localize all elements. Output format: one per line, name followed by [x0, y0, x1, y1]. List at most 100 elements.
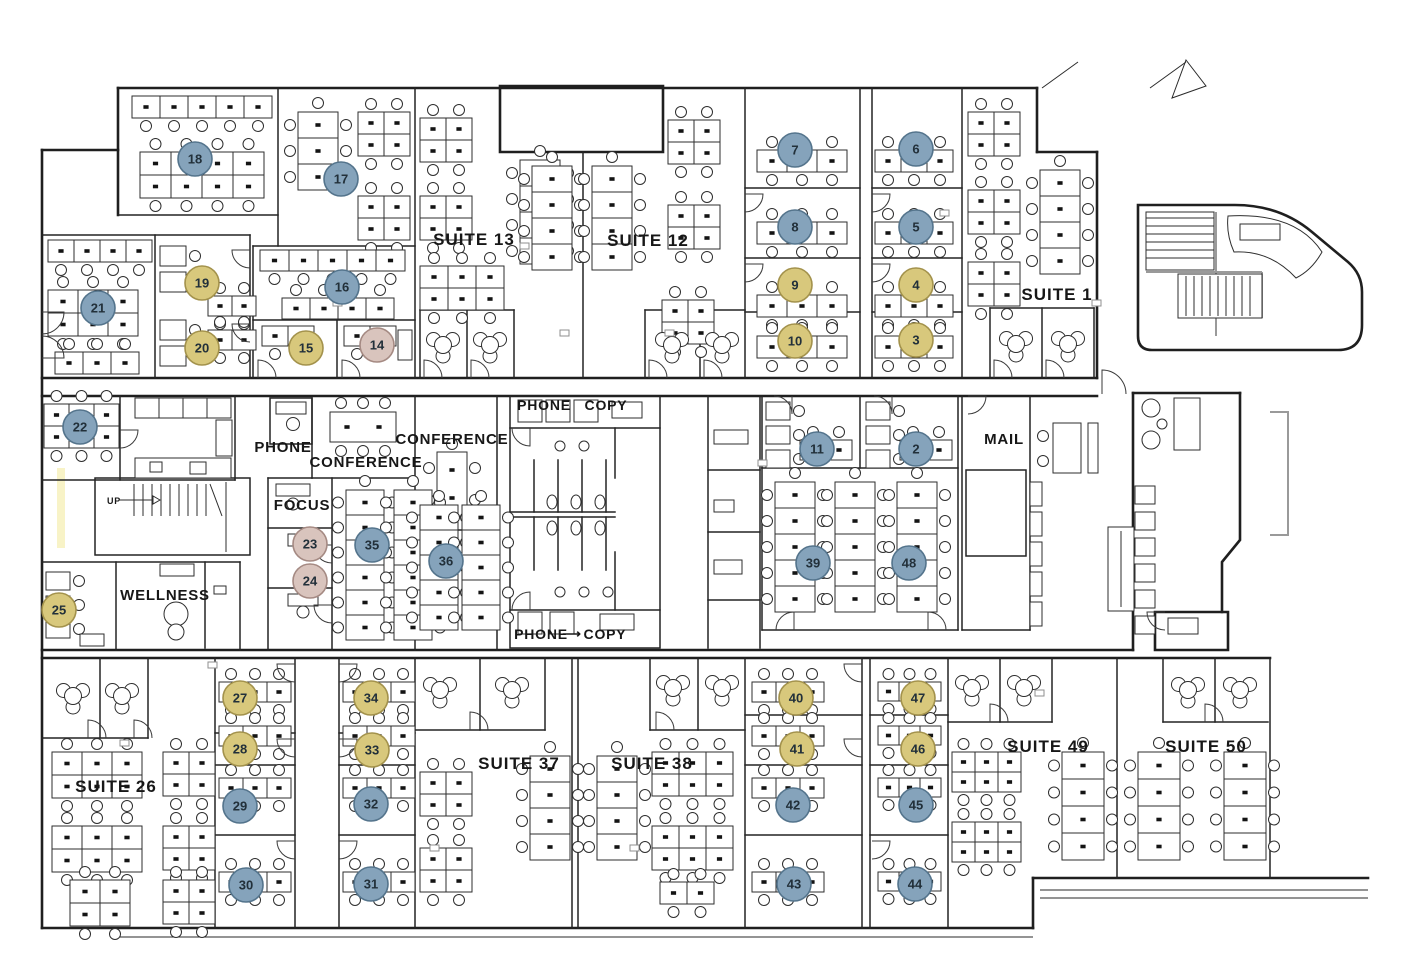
- zone-marker-circle[interactable]: [222, 680, 258, 716]
- zone-marker-circle[interactable]: [292, 526, 328, 562]
- zone-marker-34[interactable]: 34: [353, 680, 389, 716]
- zone-marker-circle[interactable]: [359, 327, 395, 363]
- zone-marker-6[interactable]: 6: [898, 131, 934, 167]
- zone-marker-4[interactable]: 4: [898, 267, 934, 303]
- zone-marker-circle[interactable]: [795, 545, 831, 581]
- zone-marker-circle[interactable]: [428, 543, 464, 579]
- zone-marker-circle[interactable]: [80, 290, 116, 326]
- zone-marker-47[interactable]: 47: [900, 680, 936, 716]
- zone-marker-circle[interactable]: [353, 786, 389, 822]
- zone-marker-42[interactable]: 42: [775, 787, 811, 823]
- zone-marker-circle[interactable]: [777, 209, 813, 245]
- zone-marker-circle[interactable]: [776, 866, 812, 902]
- zone-marker-20[interactable]: 20: [184, 330, 220, 366]
- zone-marker-27[interactable]: 27: [222, 680, 258, 716]
- zone-marker-48[interactable]: 48: [891, 545, 927, 581]
- zone-marker-number: 14: [370, 338, 385, 353]
- zone-marker-17[interactable]: 17: [323, 161, 359, 197]
- zone-marker-21[interactable]: 21: [80, 290, 116, 326]
- zone-marker-41[interactable]: 41: [779, 731, 815, 767]
- zone-marker-circle[interactable]: [778, 680, 814, 716]
- zone-marker-9[interactable]: 9: [777, 267, 813, 303]
- zone-marker-circle[interactable]: [898, 209, 934, 245]
- zone-marker-number: 32: [364, 797, 378, 812]
- zone-marker-circle[interactable]: [777, 132, 813, 168]
- zone-marker-number: 7: [791, 143, 798, 158]
- zone-marker-32[interactable]: 32: [353, 786, 389, 822]
- zone-marker-number: 25: [52, 603, 66, 618]
- furniture: [43, 95, 1323, 940]
- zone-marker-43[interactable]: 43: [776, 866, 812, 902]
- zone-marker-circle[interactable]: [354, 527, 390, 563]
- zone-marker-24[interactable]: 24: [292, 563, 328, 599]
- zone-marker-circle[interactable]: [898, 267, 934, 303]
- zone-marker-31[interactable]: 31: [353, 866, 389, 902]
- zone-marker-circle[interactable]: [898, 322, 934, 358]
- zone-marker-circle[interactable]: [324, 269, 360, 305]
- zone-marker-7[interactable]: 7: [777, 132, 813, 168]
- zone-marker-14[interactable]: 14: [359, 327, 395, 363]
- room-label: COPY: [584, 626, 627, 642]
- zone-marker-22[interactable]: 22: [62, 409, 98, 445]
- zone-marker-circle[interactable]: [777, 323, 813, 359]
- zone-marker-circle[interactable]: [799, 431, 835, 467]
- zone-marker-11[interactable]: 11: [799, 431, 835, 467]
- zone-marker-number: 23: [303, 537, 317, 552]
- zone-marker-16[interactable]: 16: [324, 269, 360, 305]
- zone-marker-circle[interactable]: [354, 732, 390, 768]
- zone-marker-19[interactable]: 19: [184, 265, 220, 301]
- zone-marker-15[interactable]: 15: [288, 330, 324, 366]
- zone-marker-28[interactable]: 28: [222, 731, 258, 767]
- zone-marker-36[interactable]: 36: [428, 543, 464, 579]
- zone-marker-circle[interactable]: [779, 731, 815, 767]
- zone-marker-8[interactable]: 8: [777, 209, 813, 245]
- zone-marker-23[interactable]: 23: [292, 526, 328, 562]
- zone-marker-2[interactable]: 2: [898, 431, 934, 467]
- zone-marker-circle[interactable]: [323, 161, 359, 197]
- door-swings: [41, 193, 1224, 860]
- zone-marker-35[interactable]: 35: [354, 527, 390, 563]
- zone-marker-circle[interactable]: [900, 680, 936, 716]
- zone-marker-number: 35: [365, 538, 379, 553]
- zone-marker-number: 48: [902, 556, 916, 571]
- zone-marker-circle[interactable]: [177, 141, 213, 177]
- zone-marker-circle[interactable]: [898, 787, 934, 823]
- zone-marker-number: 20: [195, 341, 209, 356]
- zone-marker-29[interactable]: 29: [222, 788, 258, 824]
- zone-marker-45[interactable]: 45: [898, 787, 934, 823]
- zone-marker-circle[interactable]: [900, 731, 936, 767]
- zone-marker-circle[interactable]: [292, 563, 328, 599]
- zone-marker-number: 33: [365, 743, 379, 758]
- zone-marker-44[interactable]: 44: [897, 866, 933, 902]
- room-label: FOCUS: [274, 497, 331, 514]
- zone-marker-circle[interactable]: [288, 330, 324, 366]
- zone-marker-5[interactable]: 5: [898, 209, 934, 245]
- zone-marker-circle[interactable]: [353, 680, 389, 716]
- zone-marker-circle[interactable]: [228, 867, 264, 903]
- zone-marker-circle[interactable]: [898, 131, 934, 167]
- zone-marker-46[interactable]: 46: [900, 731, 936, 767]
- zone-marker-circle[interactable]: [777, 267, 813, 303]
- zone-marker-circle[interactable]: [891, 545, 927, 581]
- zone-marker-circle[interactable]: [41, 592, 77, 628]
- zone-marker-circle[interactable]: [184, 265, 220, 301]
- zone-marker-25[interactable]: 25: [41, 592, 77, 628]
- zone-marker-circle[interactable]: [897, 866, 933, 902]
- zone-marker-33[interactable]: 33: [354, 732, 390, 768]
- zone-marker-circle[interactable]: [775, 787, 811, 823]
- zone-marker-circle[interactable]: [222, 788, 258, 824]
- zone-marker-3[interactable]: 3: [898, 322, 934, 358]
- zone-marker-39[interactable]: 39: [795, 545, 831, 581]
- zone-marker-circle[interactable]: [184, 330, 220, 366]
- zone-marker-30[interactable]: 30: [228, 867, 264, 903]
- zone-marker-circle[interactable]: [62, 409, 98, 445]
- room-label: WELLNESS: [120, 587, 210, 604]
- zone-marker-18[interactable]: 18: [177, 141, 213, 177]
- zone-marker-40[interactable]: 40: [778, 680, 814, 716]
- zone-marker-number: 22: [73, 420, 87, 435]
- zone-marker-number: 6: [912, 142, 919, 157]
- zone-marker-circle[interactable]: [222, 731, 258, 767]
- zone-marker-circle[interactable]: [353, 866, 389, 902]
- zone-marker-10[interactable]: 10: [777, 323, 813, 359]
- zone-marker-circle[interactable]: [898, 431, 934, 467]
